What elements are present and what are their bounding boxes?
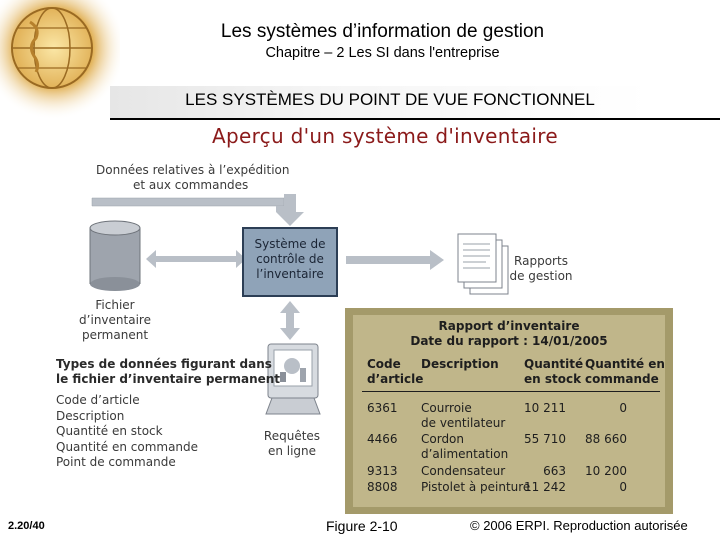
column-header-line: en stock bbox=[524, 372, 582, 386]
shipping-data-line: Données relatives à l’expédition bbox=[96, 163, 290, 177]
queries-line: en ligne bbox=[267, 444, 317, 458]
column-header-line: commande bbox=[585, 372, 659, 386]
row-stock: 10 211 bbox=[524, 401, 566, 415]
inventory-file-line: d’inventaire bbox=[79, 313, 151, 327]
row-ordered: 0 bbox=[619, 480, 627, 494]
figure-label: Figure 2-10 bbox=[326, 518, 398, 534]
row-description-line: de ventilateur bbox=[421, 416, 506, 430]
reports-arrow bbox=[346, 250, 444, 270]
row-stock: 55 710 bbox=[524, 432, 566, 446]
shipping-data-label: Données relatives à l’expédition et aux … bbox=[96, 163, 289, 193]
data-type-item: Quantité en stock bbox=[56, 424, 163, 438]
reports-line: Rapports bbox=[514, 254, 568, 268]
queries-label: Requêtes en ligne bbox=[256, 429, 328, 459]
row-description: Courroie de ventilateur bbox=[421, 401, 505, 431]
monitor-icon bbox=[265, 343, 321, 415]
reports-line: de gestion bbox=[509, 269, 573, 283]
reports-label: Rapports de gestion bbox=[506, 254, 576, 284]
column-header-line: d’article bbox=[367, 372, 424, 386]
input-arrow-head bbox=[276, 194, 304, 226]
row-description: Pistolet à peinture bbox=[421, 480, 531, 494]
queries-arrow bbox=[280, 301, 300, 340]
data-types-list: Code d’article Description Quantité en s… bbox=[56, 393, 198, 471]
data-type-item: Code d’article bbox=[56, 393, 140, 407]
input-arrow bbox=[91, 197, 285, 207]
data-type-item: Point de commande bbox=[56, 455, 176, 469]
control-system-line: Système de bbox=[254, 237, 326, 251]
section-band bbox=[110, 86, 650, 118]
globe-logo bbox=[0, 0, 120, 120]
report-date: Date du rapport : 14/01/2005 bbox=[410, 334, 608, 348]
row-ordered: 0 bbox=[619, 401, 627, 415]
section-title: LES SYSTÈMES DU POINT DE VUE FONCTIONNEL bbox=[185, 90, 595, 109]
control-system-label: Système de contrôle de l’inventaire bbox=[244, 237, 336, 282]
column-header-description: Description bbox=[421, 357, 499, 371]
row-ordered: 10 200 bbox=[585, 464, 627, 478]
diagram-title: Aperçu d'un système d'inventaire bbox=[212, 124, 558, 148]
row-code: 4466 bbox=[367, 432, 398, 446]
column-header-line: Code bbox=[367, 357, 401, 371]
control-system-line: contrôle de bbox=[256, 252, 324, 266]
page-subtitle: Chapitre – 2 Les SI dans l'entreprise bbox=[265, 45, 500, 61]
data-type-item: Quantité en commande bbox=[56, 439, 199, 454]
data-type-item: Description bbox=[56, 408, 125, 423]
inventory-file-line: Fichier bbox=[95, 298, 135, 312]
report-documents-icon bbox=[457, 233, 509, 295]
report-title: Rapport d’inventaire bbox=[438, 319, 580, 333]
report-header-divider bbox=[362, 391, 660, 392]
row-description: Condensateur bbox=[421, 464, 506, 478]
inventory-report bbox=[353, 315, 665, 507]
row-description: Cordon d’alimentation bbox=[421, 432, 508, 462]
column-header-line: Quantité en bbox=[585, 357, 665, 371]
data-types-heading-line: le fichier d’inventaire permanent bbox=[56, 372, 281, 386]
inventory-file-label: Fichier d’inventaire permanent bbox=[70, 298, 160, 343]
column-header-stock: Quantité en stock bbox=[524, 357, 583, 387]
data-types-heading-line: Types de données figurant dans bbox=[56, 357, 272, 371]
page-title: Les systèmes d’information de gestion bbox=[220, 21, 545, 42]
row-description-line: d’alimentation bbox=[421, 447, 509, 461]
database-cylinder-icon bbox=[89, 220, 141, 291]
row-stock: 11 242 bbox=[524, 480, 566, 494]
column-header-line: Quantité bbox=[524, 357, 584, 371]
row-ordered: 88 660 bbox=[585, 432, 627, 446]
page-number: 2.20/40 bbox=[8, 520, 45, 532]
column-header-code: Code d’article bbox=[367, 357, 423, 387]
copyright: © 2006 ERPI. Reproduction autorisée bbox=[470, 518, 688, 533]
column-header-ordered: Quantité en commande bbox=[585, 357, 665, 387]
file-control-arrow bbox=[146, 250, 246, 268]
control-system-line: l’inventaire bbox=[256, 267, 324, 281]
row-description-line: Courroie bbox=[421, 401, 472, 415]
inventory-file-line: permanent bbox=[81, 328, 149, 342]
row-code: 8808 bbox=[367, 480, 398, 494]
row-code: 6361 bbox=[367, 401, 398, 415]
queries-line: Requêtes bbox=[263, 429, 321, 443]
row-stock: 663 bbox=[543, 464, 566, 478]
row-description-line: Cordon bbox=[421, 432, 465, 446]
data-types-heading: Types de données figurant dans le fichie… bbox=[56, 357, 280, 387]
control-system-box bbox=[242, 227, 338, 297]
shipping-data-line: et aux commandes bbox=[133, 178, 249, 192]
row-code: 9313 bbox=[367, 464, 398, 478]
section-divider bbox=[110, 118, 720, 120]
